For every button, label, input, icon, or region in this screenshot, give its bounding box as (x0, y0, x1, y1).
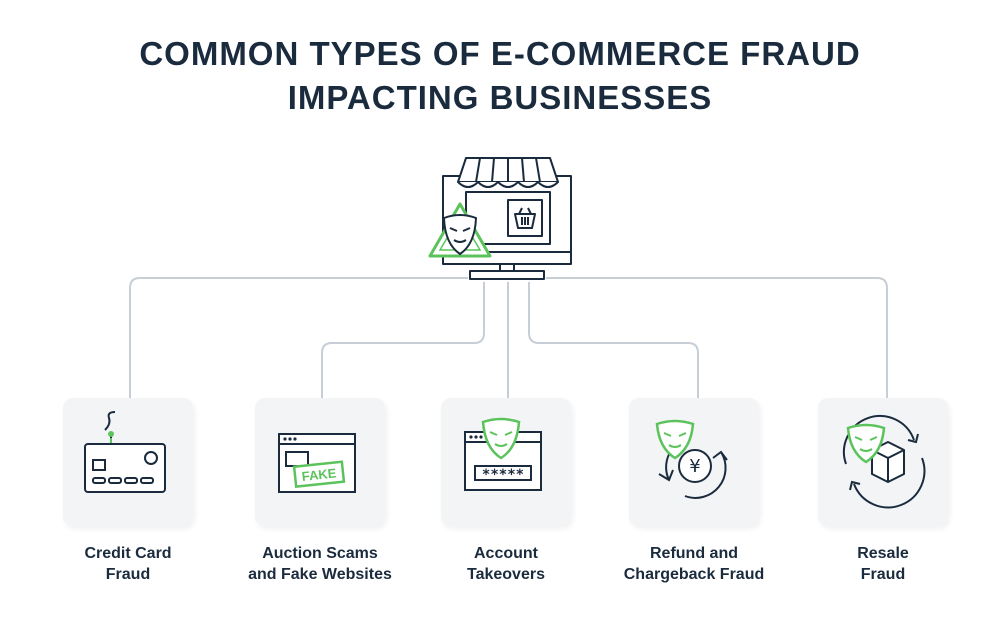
connector-refund (528, 282, 699, 398)
mask-icon (442, 214, 478, 256)
shop-window (507, 199, 543, 237)
basket-icon (514, 213, 536, 229)
label-auction-scams: Auction Scams and Fake Websites (225, 543, 415, 585)
label-account-takeovers: Account Takeovers (411, 543, 601, 585)
fake-website-icon: FAKE (278, 433, 356, 493)
password-field (474, 465, 532, 481)
label-line: and Fake Websites (248, 566, 392, 583)
card-account-takeovers: ***** (441, 398, 571, 526)
label-line: Fraud (105, 566, 151, 583)
connector-auction (321, 282, 485, 398)
card-auction-scams: FAKE (255, 398, 385, 526)
refund-fraud-icon: ¥ (655, 419, 728, 499)
fake-badge-text: FAKE (301, 465, 337, 484)
label-line: Auction Scams (262, 545, 378, 562)
label-line: Resale (857, 545, 909, 562)
label-credit-card-fraud: Credit Card Fraud (33, 543, 223, 585)
label-line: Account (474, 545, 538, 562)
label-resale-fraud: Resale Fraud (788, 543, 978, 585)
credit-card-icon (84, 411, 166, 493)
title-line-1: COMMON TYPES OF E-COMMERCE FRAUD (139, 35, 861, 72)
card-credit-card-fraud (63, 398, 193, 526)
mask-icon (655, 419, 695, 460)
title-line-2: IMPACTING BUSINESSES (287, 79, 713, 116)
label-line: Credit Card (84, 545, 172, 562)
card-resale-fraud (818, 398, 948, 526)
mask-icon (846, 423, 886, 464)
page-title: COMMON TYPES OF E-COMMERCE FRAUD IMPACTI… (0, 32, 1000, 120)
label-refund-fraud: Refund and Chargeback Fraud (599, 543, 789, 585)
account-takeover-icon: ***** (464, 417, 542, 491)
card-refund-fraud: ¥ (629, 398, 759, 526)
label-line: Takeovers (467, 566, 545, 583)
online-store-fraud-icon (428, 157, 572, 280)
password-mask: ***** (482, 467, 524, 483)
fake-stamp: FAKE (292, 460, 346, 489)
resale-fraud-icon (843, 414, 926, 509)
label-line: Refund and (650, 545, 738, 562)
monitor-base (469, 270, 545, 280)
connector-resale (546, 277, 888, 398)
box-icon (871, 441, 905, 483)
yen-symbol: ¥ (689, 456, 700, 477)
mask-icon (481, 417, 521, 460)
label-line: Fraud (860, 566, 906, 583)
label-line: Chargeback Fraud (623, 566, 765, 583)
connector-credit-card (129, 277, 468, 398)
